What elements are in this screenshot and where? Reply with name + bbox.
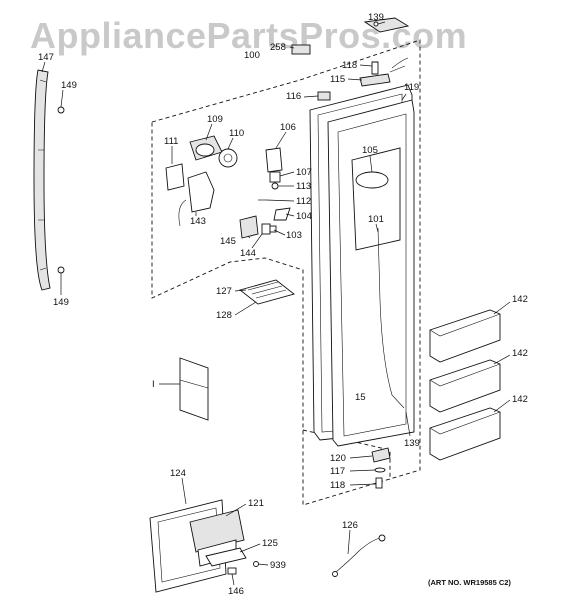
callout-142-top: 142 — [512, 294, 528, 305]
cap-116 — [317, 91, 331, 101]
callout-109: 109 — [207, 114, 223, 125]
callout-117: 117 — [330, 466, 345, 477]
callout-112: 112 — [296, 196, 311, 207]
callout-113: 113 — [296, 181, 311, 192]
door-bin-142-bottom — [429, 407, 501, 461]
art-number: (ART NO. WR19585 C2) — [428, 578, 511, 587]
callout-116: 116 — [286, 91, 301, 102]
callout-146: 146 — [228, 586, 244, 597]
callout-107: 107 — [296, 167, 312, 178]
micro-switch-145 — [239, 215, 259, 239]
callout-142-middle: 142 — [512, 348, 528, 359]
callout-149-bottom: 149 — [53, 297, 69, 308]
callout-labels: 147 149 149 139 258 118 100 115 116 119 … — [38, 12, 528, 597]
wire-harness-top — [359, 57, 409, 87]
wire-126 — [332, 534, 386, 577]
callout-111: 111 — [164, 136, 178, 147]
lever-104 — [273, 207, 291, 221]
callout-258: 258 — [270, 42, 286, 53]
screw-118-top — [371, 61, 379, 75]
callout-15: 15 — [355, 392, 366, 403]
leader-lines — [41, 21, 511, 586]
callout-145: 145 — [220, 236, 236, 247]
callout-101: 101 — [368, 214, 384, 225]
dispenser-recess-105 — [351, 147, 401, 251]
water-tube-101 — [377, 227, 405, 409]
housing-143 — [178, 171, 215, 227]
cover-103 — [269, 225, 277, 233]
literature-envelope — [179, 357, 209, 421]
callout-119: 119 — [404, 82, 419, 93]
callout-939: 939 — [270, 560, 286, 571]
callout-139-bottom: 139 — [404, 438, 420, 449]
callout-142-bottom: 142 — [512, 394, 528, 405]
callout-128: 128 — [216, 310, 232, 321]
callout-127: 127 — [216, 286, 232, 297]
callout-104: 104 — [296, 211, 312, 222]
cap-146 — [227, 567, 237, 575]
door-bin-142-middle — [429, 359, 501, 413]
callout-126: 126 — [342, 520, 358, 531]
actuator-107 — [269, 171, 281, 183]
callout-115: 115 — [330, 74, 345, 85]
assembly-boundary-100 — [151, 39, 421, 506]
paddle-125 — [205, 547, 247, 567]
screw-939 — [253, 561, 259, 567]
callout-110: 110 — [229, 128, 244, 139]
callout-149-top: 149 — [61, 80, 77, 91]
callout-I: I — [152, 379, 155, 390]
screw-149-top — [57, 106, 65, 114]
motor-bracket-109 — [189, 135, 223, 161]
clip-258 — [291, 44, 311, 55]
callout-118-top: 118 — [342, 60, 357, 71]
switch-106 — [265, 147, 283, 173]
washer-117 — [374, 467, 386, 473]
callout-144: 144 — [240, 248, 256, 259]
callout-143: 143 — [190, 216, 206, 227]
screw-118-bottom — [375, 477, 383, 489]
spring-113 — [271, 182, 279, 190]
callout-147: 147 — [38, 52, 54, 63]
callout-100: 100 — [244, 50, 260, 61]
callout-124: 124 — [170, 468, 186, 479]
callout-106: 106 — [280, 122, 296, 133]
handle-147 — [33, 69, 51, 291]
door-bin-142-top — [429, 309, 501, 363]
motor-110 — [218, 148, 238, 168]
callout-139-top: 139 — [368, 12, 384, 23]
callout-105: 105 — [362, 145, 378, 156]
screw-149-bottom — [57, 266, 65, 274]
callout-118-bottom: 118 — [330, 480, 345, 491]
callout-121: 121 — [248, 498, 264, 509]
callout-103: 103 — [286, 230, 302, 241]
bracket-111 — [165, 163, 185, 191]
drip-tray-127-128 — [239, 279, 295, 305]
callout-125: 125 — [262, 538, 278, 549]
callout-120: 120 — [330, 453, 346, 464]
switch-144 — [261, 223, 271, 235]
bottom-hinge-120 — [371, 447, 391, 463]
